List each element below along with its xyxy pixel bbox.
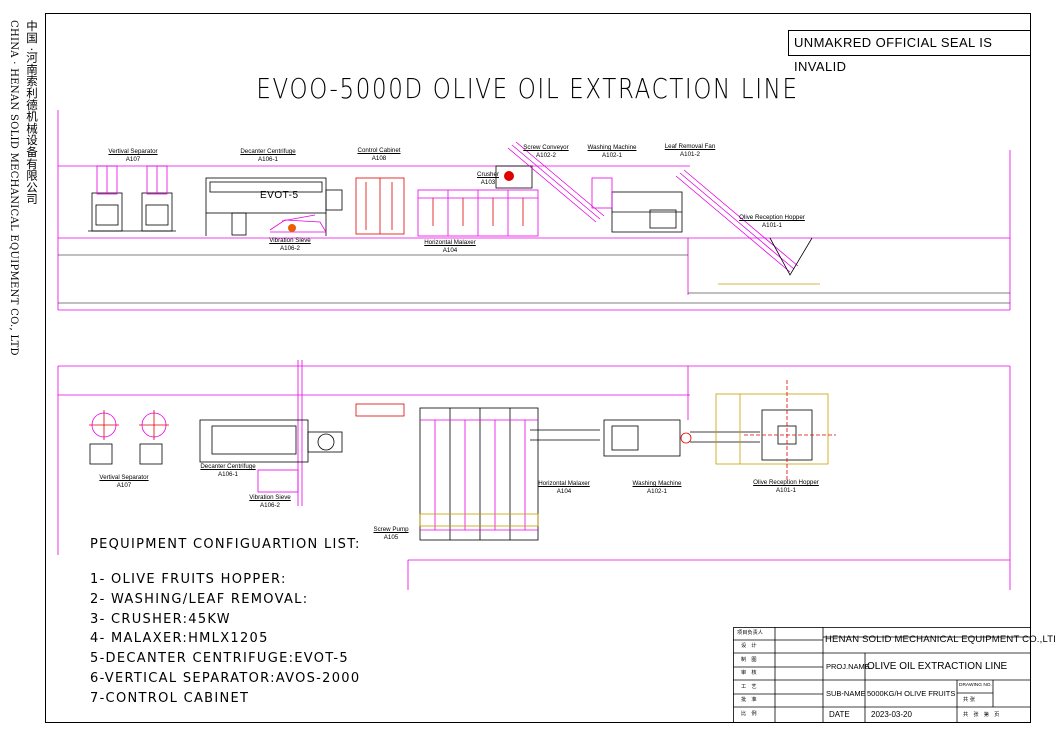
vertical-separator-elev [88,192,176,232]
elevation-guides [57,110,1011,311]
company-name-chinese: 中国 ·河南索利德机械设备有限公司 [25,20,39,205]
tb-row-label: 制 图 [741,657,757,663]
equipment-item: 1- OLIVE FRUITS HOPPER: [90,572,287,587]
tb-drawing-no-label: DRAWING NO. [959,683,992,688]
title-block-grid [733,627,1031,723]
tb-sub-label: SUB-NAME [826,689,866,698]
malaxer-plan [419,407,539,541]
equipment-item: 5-DECANTER CENTRIFUGE:EVOT-5 [90,651,349,667]
malaxer-elev [417,189,539,237]
screw-conveyor-elev [507,141,605,223]
drawing-frame [45,13,1031,723]
drawing-title: EVOO-5000D OLIVE OIL EXTRACTION LINE [256,72,799,105]
company-name-english: CHINA · HENAN SOLID MECHANICAL EQUIPMENT… [8,20,19,356]
tb-row-label: 工 艺 [741,684,757,690]
equipment-item: 7-CONTROL CABINET [90,690,250,706]
equipment-item: 3- CRUSHER:45KW [90,611,231,627]
decanter-elev [205,177,343,236]
tb-proj-label: PROJ.NAME [826,662,870,671]
tb-pages-label: 共 张 第 页 [963,712,1000,718]
tb-row-label: 批 准 [741,697,757,703]
tb-date-value: 2023-03-20 [871,710,912,719]
company-side-text: 中国 ·河南索利德机械设备有限公司 CHINA · HENAN SOLID ME… [4,20,40,360]
tb-company: HENAN SOLID MECHANICAL EQUIPMENT CO.,LTD [825,634,1055,645]
equipment-list: PEQUIPMENT CONFIGUARTION LIST: 1- OLIVE … [90,537,361,709]
title-block: 项目负责人 设 计 制 图 审 核 工 艺 批 准 比 例 HENAN SOLI… [733,627,1055,723]
washing-plan [603,419,681,457]
tb-row-label: 审 核 [741,670,757,676]
equipment-item: 4- MALAXER:HMLX1205 [90,631,269,647]
control-cabinet-elev [355,177,405,235]
decanter-tag: EVOT-5 [260,190,299,201]
tb-row-label: 设 计 [741,643,757,649]
tb-row-label: 项目负责人 [737,630,763,636]
tb-date-label: DATE [829,710,850,719]
decanter-plan [199,419,343,463]
seal-notice: UNMAKRED OFFICIAL SEAL IS INVALID [788,30,1031,74]
tb-sub-value: 5000KG/H OLIVE FRUITS [867,689,956,698]
equipment-list-heading: PEQUIPMENT CONFIGUARTION LIST: [90,537,361,552]
plan-guides [57,360,1011,590]
washing-machine-elev [611,191,683,233]
tb-row-label: 比 例 [741,711,757,717]
equipment-item: 2- WASHING/LEAF REMOVAL: [90,591,309,607]
equipment-item: 6-VERTICAL SEPARATOR:AVOS-2000 [90,670,361,686]
tb-sheet-label: 共 张 [963,697,976,703]
hopper-plan [715,393,829,465]
tb-proj-value: OLIVE OIL EXTRACTION LINE [867,661,1008,672]
